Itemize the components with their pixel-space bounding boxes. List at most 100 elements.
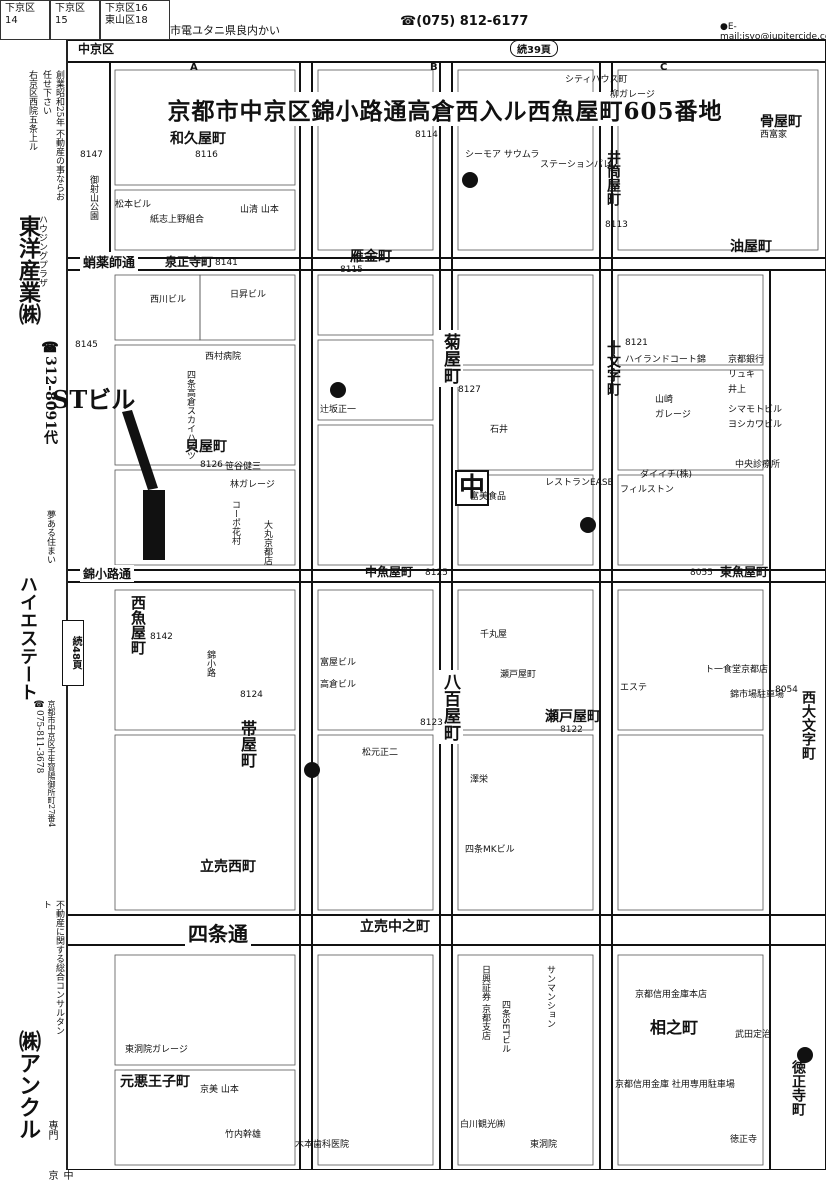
block-8055: 8055 bbox=[690, 568, 713, 578]
header-phone: ☎(075) 812-6177 bbox=[400, 14, 529, 29]
st-building-marker bbox=[143, 490, 165, 560]
bldg-takakura: 高倉ビル bbox=[320, 680, 357, 690]
bldg-kamishi: 紙志上野組合 bbox=[150, 215, 205, 225]
bldg-sasaya: 笹谷健三 bbox=[225, 462, 262, 472]
block-8141: 8141 bbox=[215, 258, 238, 268]
town-higashiuoya: 東魚屋町 bbox=[720, 565, 769, 579]
bldg-daiichi: ヨシカワビル bbox=[728, 420, 783, 430]
col-letter-b: B bbox=[430, 62, 438, 73]
bldg-fumi-food: 富美食品 bbox=[470, 492, 507, 502]
bldg-shijo-mk: 四条MKビル bbox=[465, 845, 515, 855]
block-8147: 8147 bbox=[80, 150, 103, 160]
st-arrow bbox=[122, 410, 158, 490]
grid-cell-2: 下京区 15 bbox=[50, 0, 100, 40]
block-8127: 8127 bbox=[458, 385, 481, 395]
bldg-nishiki-parking: 錦市場駐車場 bbox=[730, 690, 785, 700]
bldg-nissho: 日昇ビル bbox=[230, 290, 267, 300]
bldg-nishitomi: 西富家 bbox=[760, 130, 788, 140]
bldg-filston: フィルストン bbox=[620, 485, 674, 495]
ad2-company: ハイエステート bbox=[17, 575, 38, 701]
town-tachiurinaka: 立売中之町 bbox=[360, 919, 430, 935]
bldg-toichi: ト一食堂京都店 bbox=[705, 665, 769, 675]
bldg-yamasei: 山清 山本 bbox=[240, 205, 279, 215]
ad1-company: 東洋産業㈱ bbox=[15, 215, 41, 325]
block-8113: 8113 bbox=[605, 220, 628, 230]
block-8123: 8123 bbox=[420, 718, 443, 728]
bldg-takeda: 武田定治 bbox=[735, 1030, 772, 1040]
bldg-nishimura-hosp: 西村病院 bbox=[205, 352, 242, 362]
ad2-phone: ☎075-811-3678 bbox=[34, 700, 44, 774]
town-karigane: 雁金町 bbox=[350, 249, 392, 265]
bldg-nishikikoji: 千丸屋 bbox=[480, 630, 508, 640]
bldg-yoshikawa: リュキ bbox=[728, 370, 756, 380]
bldg-mitsuyama-park: 御射山公園 bbox=[88, 175, 98, 220]
col-letter-a: A bbox=[190, 62, 198, 73]
bldg-takeuchi: 竹内幹雄 bbox=[225, 1130, 262, 1140]
bldg-seymour: シーモア サウムラ bbox=[465, 150, 540, 160]
bldg-shijo-set: 四条SETビル bbox=[500, 1000, 510, 1053]
block-8116: 8116 bbox=[195, 150, 218, 160]
bldg-higashinotoin-garage: 東洞院ガレージ bbox=[125, 1045, 188, 1055]
bldg-kyoto-shinkin: 京都信用金庫本店 bbox=[635, 990, 708, 1000]
col-letter-c: C bbox=[660, 62, 668, 73]
block-8054: 8054 bbox=[775, 685, 798, 695]
block-8125: 8125 bbox=[425, 568, 448, 578]
bldg-tokushoji: 徳正寺 bbox=[730, 1135, 758, 1145]
bldg-restaurant-ease: レストランEASE bbox=[545, 478, 614, 488]
bldg-yanagi: 柳ガレージ bbox=[610, 90, 655, 100]
bldg-nishikawa: 西川ビル bbox=[150, 295, 187, 305]
block-8145: 8145 bbox=[75, 340, 98, 350]
top-strip: 市電ユタニ県良内かい ☎(075) 812-6177 ●E-mail:jsyo@… bbox=[160, 0, 826, 42]
ad2-tagline: 夢ある住まい bbox=[45, 510, 55, 564]
ad3-company: ㈱アンクル bbox=[15, 1030, 41, 1140]
map-frame bbox=[65, 39, 826, 1170]
bldg-kimoto-dental: 木本歯科医院 bbox=[295, 1140, 350, 1150]
bldg-tomiya: 富屋ビル bbox=[320, 658, 357, 668]
block-8126: 8126 bbox=[200, 460, 223, 470]
bldg-sunmansion: 東洞院 bbox=[530, 1140, 558, 1150]
bldg-monthly-parking: シマモトビル bbox=[728, 405, 783, 415]
town-motoakuoji: 元悪王子町 bbox=[120, 1074, 190, 1090]
ad3-phone: 中京 bbox=[46, 1170, 72, 1180]
bldg-garage: ガレージ bbox=[655, 410, 691, 420]
block-8124: 8124 bbox=[240, 690, 263, 700]
town-izutsuya: 井筒屋町 bbox=[605, 150, 621, 206]
ad1-phone: ☎312-8091代 bbox=[42, 340, 58, 444]
streets-vertical bbox=[109, 62, 771, 1170]
top-text: 市電ユタニ県良内かい bbox=[170, 24, 280, 37]
street-takoyakushi: 蛸薬師通 bbox=[80, 252, 139, 271]
bldg-chuo-clinic: 中央診療所 bbox=[735, 460, 781, 470]
block-8142: 8142 bbox=[150, 632, 173, 642]
grid-cell-1: 下京区 14 bbox=[0, 0, 50, 40]
left-ad-band: 創業昭和25年 不動産の事ならお任せ下さい 右京区西院五条上ル ハウジングプラザ… bbox=[0, 40, 72, 1180]
bldg-shimamoto: 井上 bbox=[728, 385, 747, 395]
bldg-daimaru: 錦小路 bbox=[205, 650, 215, 677]
bldg-skyheights: 四条高倉スカイハイツ bbox=[185, 370, 195, 460]
bldg-highland: ハイランドコート錦 bbox=[625, 355, 706, 365]
town-kaiya: 貝屋町 bbox=[185, 439, 227, 455]
bldg-sanga-garage: ダイイチ(株) bbox=[640, 470, 693, 480]
bldg-city-house: シティハウス町 bbox=[565, 75, 628, 85]
parcel-lines bbox=[114, 69, 819, 1166]
block-8121: 8121 bbox=[625, 338, 648, 348]
street-shijo: 四条通 bbox=[185, 918, 251, 947]
bldg-sawaei: 澤栄 bbox=[470, 775, 489, 785]
bldg-nissei: サンマンション bbox=[545, 965, 555, 1028]
header-email: ●E-mail:jsyo@jupitercide.co. bbox=[720, 22, 826, 42]
street-yaoya: 八百屋町 bbox=[438, 670, 463, 744]
town-tachiurinishi: 立売西町 bbox=[200, 859, 256, 875]
town-nakauoya: 中魚屋町 bbox=[365, 565, 414, 579]
block-8115: 8115 bbox=[340, 265, 363, 275]
bldg-yamazaki: 山崎 bbox=[655, 395, 674, 405]
ad3-sub: 専門 bbox=[46, 1120, 57, 1140]
town-obiya: 帯屋町 bbox=[238, 720, 257, 768]
town-nishidaimonji: 西大文字町 bbox=[800, 690, 816, 760]
ward-label: 中京区 bbox=[78, 42, 115, 56]
block-8114: 8114 bbox=[415, 130, 438, 140]
parking-markers bbox=[304, 172, 813, 1063]
bldg-inoue: 京都銀行 bbox=[728, 355, 765, 365]
continued-top: 続39頁 bbox=[510, 40, 558, 57]
town-ainomachi: 相之町 bbox=[650, 1018, 699, 1037]
ad3-tagline: 不動産に関する総合コンサルタント bbox=[41, 900, 64, 1035]
